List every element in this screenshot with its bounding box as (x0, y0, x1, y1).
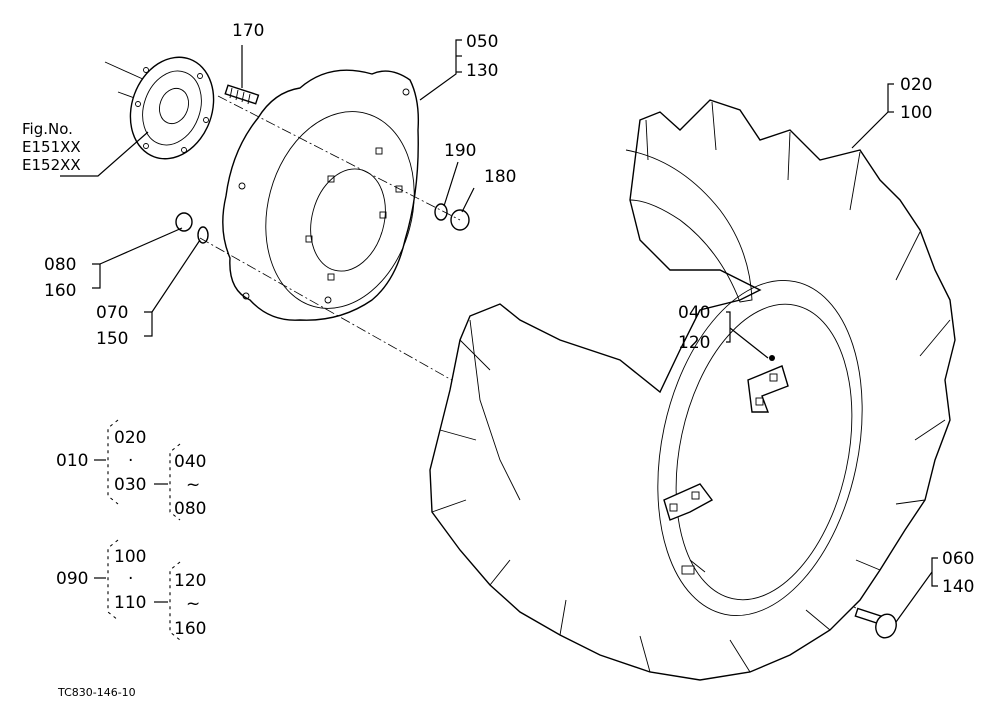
wheel-disc (222, 69, 420, 321)
bracket-upper (747, 365, 789, 413)
nut-and-washer-left (175, 212, 209, 244)
callout-190: 190 (444, 141, 476, 161)
callout-020: 020 (900, 75, 932, 95)
fig-ref-2: E152XX (22, 156, 81, 174)
legend-dot-1: · (128, 451, 133, 471)
callout-050: 050 (466, 32, 498, 52)
wheel-hub (104, 56, 215, 160)
tractor-tire (429, 99, 956, 681)
stud-bolt (224, 84, 260, 105)
legend-item-020: 020 (114, 428, 146, 448)
drawing-code: TC830-146-10 (57, 686, 136, 699)
nut-and-washer-right (434, 203, 470, 231)
legend-main-010: 010 (56, 451, 88, 471)
callout-150: 150 (96, 329, 128, 349)
legend-item-110: 110 (114, 593, 146, 613)
callout-180: 180 (484, 167, 516, 187)
callout-120: 120 (678, 333, 710, 353)
callout-170: 170 (232, 21, 264, 41)
leader-lines (60, 39, 938, 623)
legend-item-030: 030 (114, 475, 146, 495)
wheel-bolt (854, 607, 897, 639)
legend-range-from-120: 120 (174, 571, 206, 591)
legend-range-from-040: 040 (174, 452, 206, 472)
legend-range-to-160: 160 (174, 619, 206, 639)
legend-group-090: 090 100 · 110 120 ~ 160 (56, 539, 206, 641)
legend-range-tilde-2: ~ (186, 594, 200, 614)
legend-dot-2: · (128, 569, 133, 589)
callout-060: 060 (942, 549, 974, 569)
callout-130: 130 (466, 61, 498, 81)
legend-main-090: 090 (56, 569, 88, 589)
fig-ref-1: E151XX (22, 138, 81, 156)
callout-140: 140 (942, 577, 974, 597)
legend-item-100: 100 (114, 547, 146, 567)
fig-no-label: Fig.No. (22, 120, 73, 138)
legend-range-to-080: 080 (174, 499, 206, 519)
legend-range-tilde-1: ~ (186, 475, 200, 495)
callout-100: 100 (900, 103, 932, 123)
bracket-marker-dot (769, 355, 775, 361)
legend-group-010: 010 020 · 030 040 ~ 080 (56, 419, 206, 521)
callout-080: 080 (44, 255, 76, 275)
callout-070: 070 (96, 303, 128, 323)
callout-160: 160 (44, 281, 76, 301)
bracket-lower (663, 483, 714, 521)
callout-040: 040 (678, 303, 710, 323)
assembly-axis-upper (217, 95, 461, 221)
